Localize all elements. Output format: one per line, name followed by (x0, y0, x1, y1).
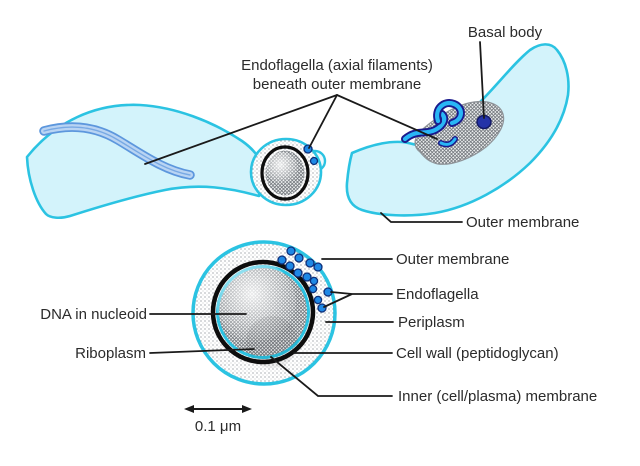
label-cell-wall: Cell wall (peptidoglycan) (396, 345, 559, 362)
label-inner-membrane: Inner (cell/plasma) membrane (398, 388, 597, 405)
leader-endoflagella-small-section (308, 94, 338, 149)
leader-outer-membrane-top (380, 212, 463, 223)
scale-bar-label: 0.1 μm (195, 418, 241, 435)
leader-basal-body (479, 41, 485, 119)
large-cross-section (191, 240, 337, 386)
small-cell-wall-ring (260, 145, 310, 201)
scale-bar: 0.1 μm (184, 405, 252, 435)
label-outer-membrane-top: Outer membrane (466, 214, 579, 231)
nucleoid-highlight (216, 262, 296, 342)
endoflagella-loop (435, 100, 463, 126)
label-endoflagella-caption-line2: beneath outer membrane (253, 76, 421, 93)
endoflagella-dot (305, 258, 315, 268)
text-labels: Basal body Endoflagella (axial filaments… (40, 24, 597, 405)
label-outer-membrane-cross: Outer membrane (396, 251, 509, 268)
leader-inner-membrane (270, 356, 393, 397)
endoflagella-dot (302, 272, 312, 282)
label-endoflagella-caption-line1: Endoflagella (axial filaments) (241, 57, 433, 74)
leader-riboplasm (149, 348, 255, 354)
endoflagella-dots (277, 246, 333, 313)
endoflagella-short-piece (439, 137, 457, 146)
leader-endoflagella-cross (323, 291, 393, 308)
small-cross-section (249, 137, 327, 207)
label-dna-nucleoid: DNA in nucleoid (40, 306, 147, 323)
cell-wall-ring (210, 259, 316, 365)
endoflagella-dot (313, 295, 323, 305)
label-basal-body: Basal body (468, 24, 543, 41)
scale-bar-right-arrowhead (242, 405, 252, 413)
endoflagella-dot (309, 276, 319, 286)
leader-endoflagella-left-cell (144, 94, 338, 165)
small-endoflagella-dot (309, 156, 319, 166)
endoflagella-dot (317, 303, 327, 313)
left-endoflagellum-band-centerline (43, 126, 191, 176)
endoflagella-dot (286, 246, 296, 256)
label-riboplasm: Riboplasm (75, 345, 146, 362)
endoflagella-dot (277, 255, 287, 265)
right-longitudinal-cell (345, 43, 570, 217)
leader-endoflagella-right-cell (336, 94, 438, 140)
left-longitudinal-cell (25, 103, 265, 220)
endoflagella-dot (293, 268, 303, 278)
endoflagella-filament (402, 111, 447, 142)
endoflagella-dot (308, 284, 318, 294)
endoflagella-dot (285, 261, 295, 271)
endoflagella-dot (294, 253, 304, 263)
label-endoflagella-cross: Endoflagella (396, 286, 479, 303)
small-nucleoid-highlight (266, 152, 298, 184)
leader-lines (144, 41, 485, 397)
scale-bar-left-arrowhead (184, 405, 194, 413)
label-periplasm: Periplasm (398, 314, 465, 331)
endoflagella-dot (313, 262, 323, 272)
